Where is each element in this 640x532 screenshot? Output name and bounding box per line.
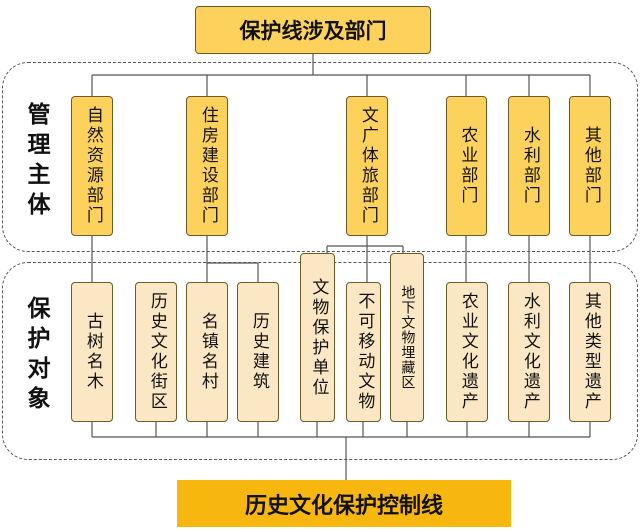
object-underground-relic-zone: 地下文物埋藏区 [390, 253, 424, 422]
object-label: 古树名木 [82, 312, 103, 392]
object-agricultural-heritage: 农业文化遗产 [446, 282, 488, 422]
object-historic-district: 历史文化街区 [135, 282, 177, 422]
management-group [2, 62, 638, 252]
department-water-resources: 水利部门 [508, 96, 550, 236]
object-water-heritage: 水利文化遗产 [508, 282, 550, 422]
department-label: 住房建设部门 [197, 106, 218, 226]
object-immovable-relics: 不可移动文物 [346, 282, 381, 422]
object-label: 历史建筑 [248, 312, 269, 392]
object-label: 其他类型遗产 [580, 292, 601, 412]
object-label: 地下文物埋藏区 [399, 285, 416, 390]
department-label: 农业部门 [457, 126, 478, 206]
protection-group-label: 保护对象 [23, 296, 49, 416]
department-label: 自然资源部门 [82, 106, 103, 226]
diagram-title: 保护线涉及部门 [195, 6, 431, 54]
object-label: 农业文化遗产 [457, 292, 478, 412]
department-housing-construction: 住房建设部门 [186, 96, 228, 236]
department-other: 其他部门 [569, 96, 611, 236]
object-label: 名镇名村 [197, 312, 218, 392]
department-label: 文广体旅部门 [357, 106, 378, 226]
object-label: 水利文化遗产 [519, 292, 540, 412]
object-label: 历史文化街区 [146, 292, 167, 412]
department-agriculture: 农业部门 [446, 96, 487, 236]
diagram-footer: 历史文化保护控制线 [177, 480, 511, 527]
object-historic-buildings: 历史建筑 [237, 282, 279, 422]
object-other-heritage: 其他类型遗产 [569, 282, 611, 422]
department-label: 其他部门 [580, 126, 601, 206]
object-label: 文物保护单位 [308, 277, 329, 398]
object-famous-towns-villages: 名镇名村 [186, 282, 228, 422]
department-natural-resources: 自然资源部门 [71, 96, 113, 236]
department-culture-tourism: 文广体旅部门 [346, 96, 388, 236]
management-group-label: 管理主体 [23, 102, 49, 222]
object-heritage-protection-units: 文物保护单位 [300, 253, 335, 422]
object-label: 不可移动文物 [354, 292, 375, 412]
department-label: 水利部门 [519, 126, 540, 206]
object-ancient-trees: 古树名木 [71, 282, 113, 422]
